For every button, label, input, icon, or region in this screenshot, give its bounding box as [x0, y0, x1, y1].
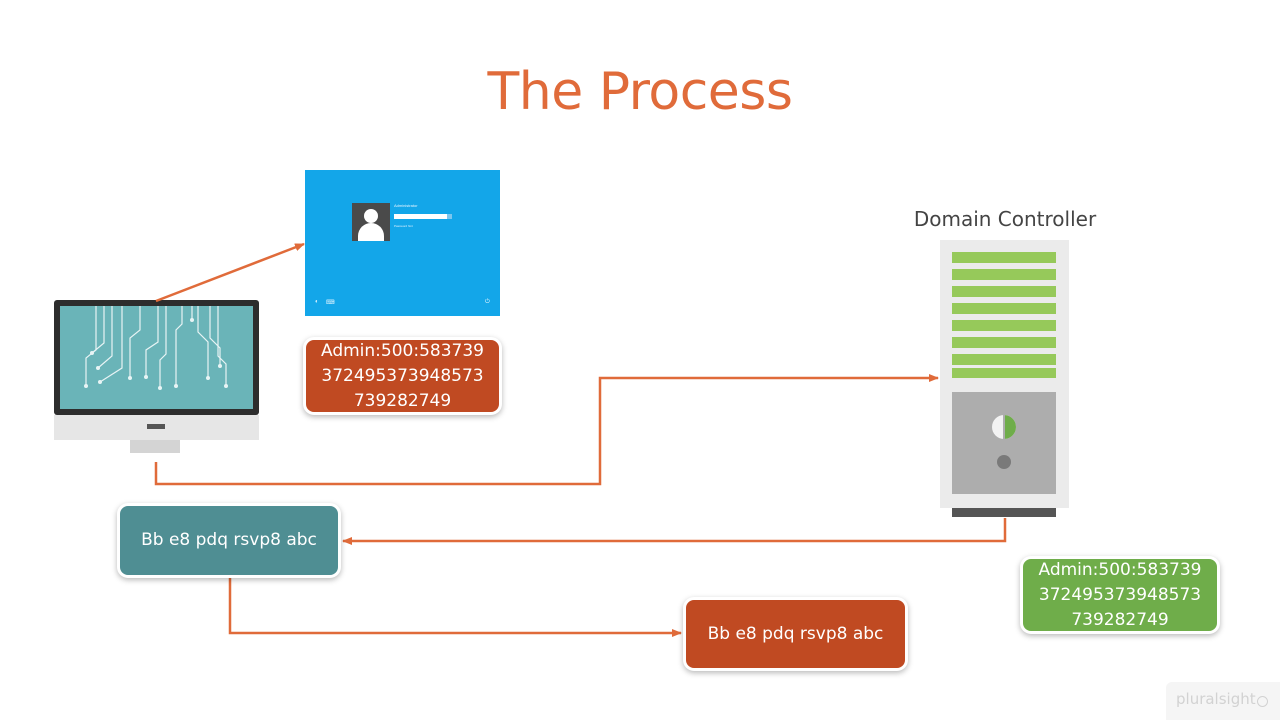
- user-avatar-icon: [352, 203, 390, 241]
- challenge-text: Bb e8 pdq rsvp8 abc: [141, 530, 317, 550]
- login-screen: Administrator Password hint ◐ ⌨ ⏻: [305, 170, 500, 316]
- response-text: Bb e8 pdq rsvp8 abc: [707, 623, 884, 644]
- login-submit-arrow: [447, 214, 452, 219]
- computer-monitor-icon: [54, 300, 259, 453]
- hash-line-2: 372495373948573: [1038, 584, 1202, 605]
- pluralsight-watermark: pluralsight: [1166, 682, 1280, 720]
- hash-line-1: Admin:500:583739: [1038, 559, 1202, 580]
- response-box: Bb e8 pdq rsvp8 abc: [686, 600, 905, 668]
- hash-line-3: 739282749: [353, 390, 452, 411]
- play-icon: [1257, 696, 1268, 707]
- hash-line-2: 372495373948573: [321, 365, 484, 386]
- accessibility-icon: ◐: [315, 299, 319, 305]
- keyboard-icon: ⌨: [326, 300, 335, 306]
- hash-line-3: 739282749: [1071, 609, 1169, 630]
- server-tower-icon: [940, 240, 1069, 517]
- hash-box-dc: Admin:500:583739 372495373948573 7392827…: [1023, 559, 1217, 631]
- login-hint: Password hint: [394, 224, 413, 228]
- challenge-box: Bb e8 pdq rsvp8 abc: [120, 506, 338, 575]
- domain-controller-label: Domain Controller: [913, 207, 1097, 231]
- arrow-icon: [154, 242, 1007, 637]
- login-username: Administrator: [394, 203, 418, 208]
- login-password-field: [394, 214, 448, 219]
- power-icon: ⏻: [485, 299, 490, 305]
- watermark-brand: pluralsight: [1176, 690, 1256, 708]
- hash-box-client: Admin:500:583739 372495373948573 7392827…: [306, 340, 499, 412]
- slide-title: The Process: [487, 62, 793, 122]
- hash-line-1: Admin:500:583739: [321, 340, 484, 361]
